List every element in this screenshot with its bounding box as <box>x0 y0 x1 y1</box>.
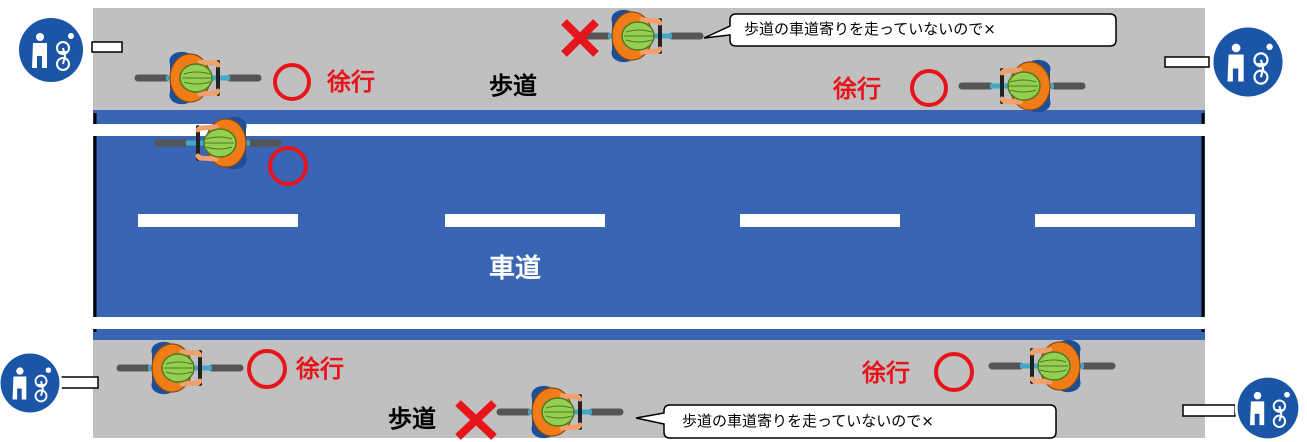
callout-bubble <box>703 13 1117 47</box>
center-dash <box>138 214 298 227</box>
ok-circle-icon <box>247 349 287 389</box>
center-dash <box>740 214 900 227</box>
roadway-label: 車道 <box>489 254 542 284</box>
sign-post <box>1164 56 1210 68</box>
slow-label: 徐行 <box>327 68 375 96</box>
sidewalk-label: 歩道 <box>489 72 537 100</box>
sidewalk-label: 歩道 <box>388 405 436 433</box>
sign-icon <box>1233 373 1303 442</box>
sign-icon <box>0 349 64 417</box>
sign-icon <box>1209 23 1287 101</box>
edge-line-bottom <box>93 317 1205 329</box>
slow-label: 徐行 <box>862 359 910 387</box>
ok-circle-icon <box>268 146 308 186</box>
ng-cross-icon <box>455 400 497 440</box>
ok-circle-icon <box>934 352 974 392</box>
center-dash <box>445 214 605 227</box>
center-dash <box>1035 214 1195 227</box>
callout-text: 歩道の車道寄りを走っていないので× <box>744 20 996 38</box>
callout-text: 歩道の車道寄りを走っていないので× <box>682 412 934 430</box>
ok-circle-icon <box>273 63 311 101</box>
callout-bubble <box>635 404 1057 439</box>
edge-line-top <box>93 124 1205 136</box>
slow-label: 徐行 <box>296 355 344 383</box>
sign-post <box>1182 404 1236 417</box>
sign-post <box>91 41 123 53</box>
sign-icon <box>15 14 87 86</box>
slow-label: 徐行 <box>833 75 881 103</box>
ng-cross-icon <box>561 19 599 57</box>
ok-circle-icon <box>910 69 948 107</box>
